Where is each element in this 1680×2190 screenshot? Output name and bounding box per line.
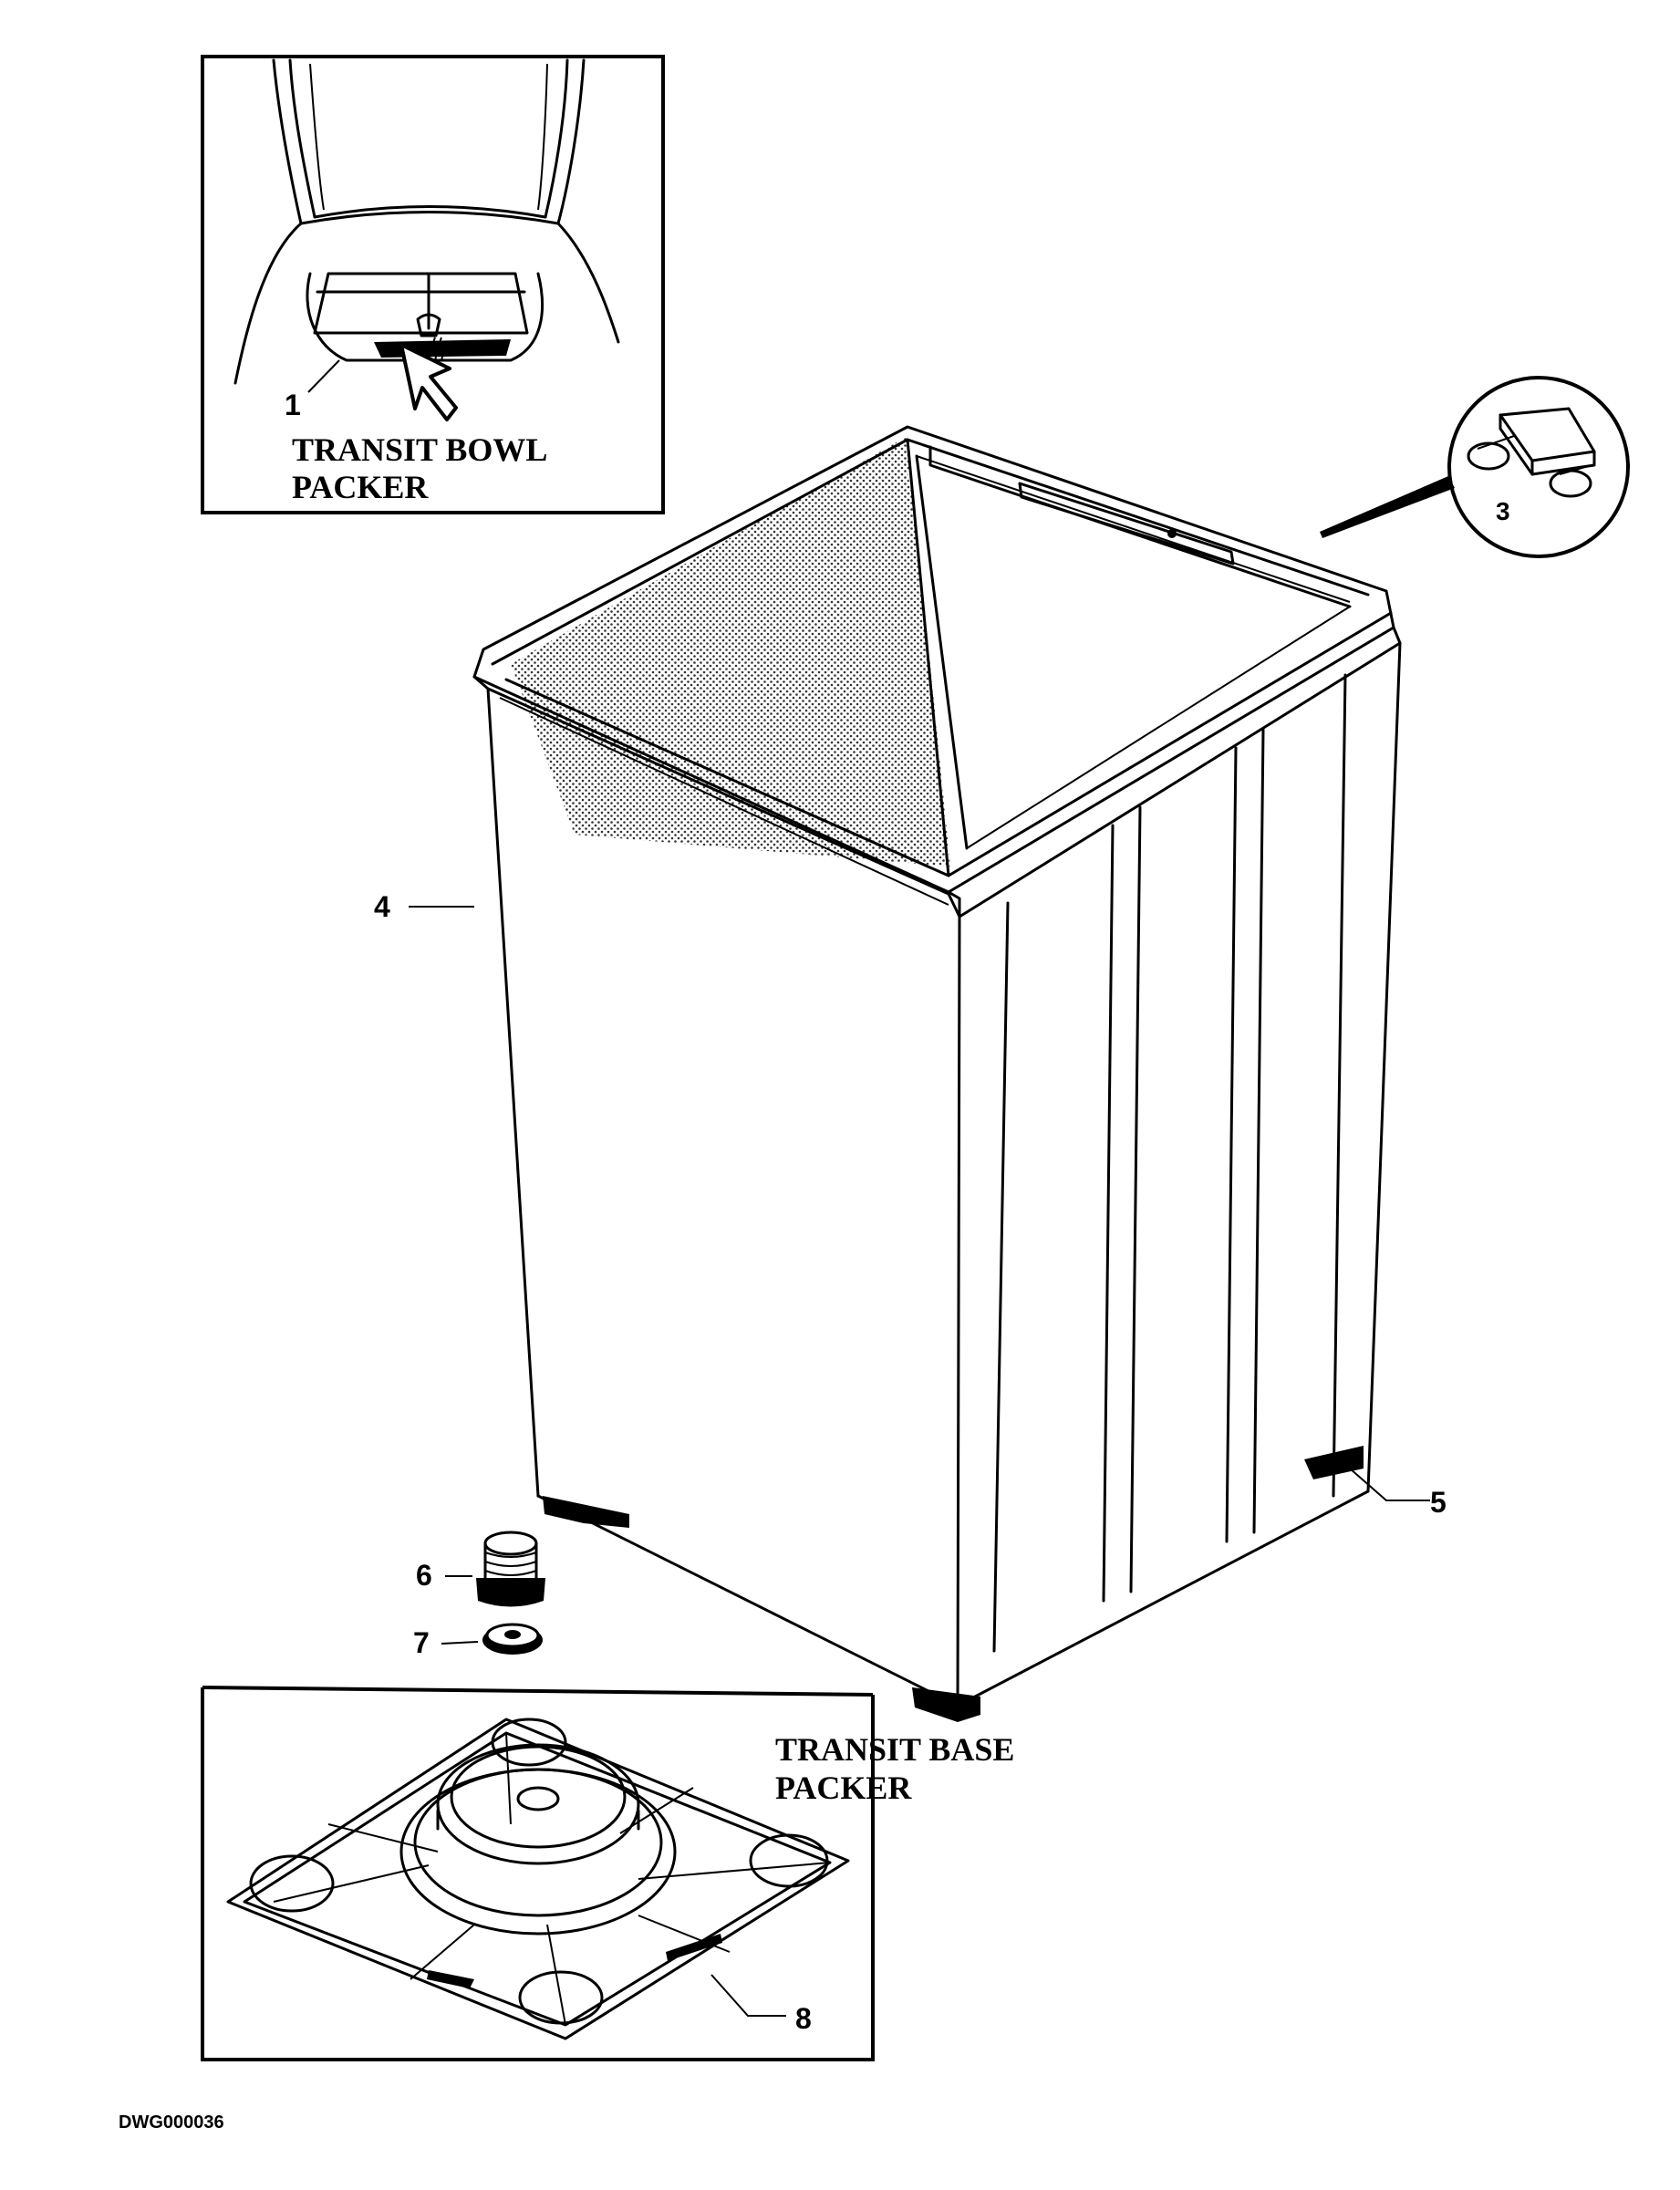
part-3-detail-inset: 3 [1320, 376, 1630, 558]
callout-3: 3 [1496, 497, 1510, 525]
transit-base-label-line2: PACKER [775, 1770, 912, 1806]
callout-5: 5 [1430, 1486, 1447, 1519]
callout-4: 4 [374, 890, 390, 923]
callout-1: 1 [285, 389, 301, 421]
callout-7: 7 [413, 1626, 430, 1659]
transit-base-label-line1: TRANSIT BASE [775, 1731, 1014, 1768]
part-7-washer [482, 1623, 543, 1655]
washer-cabinet [472, 425, 1402, 1722]
callout-8: 8 [795, 2002, 812, 2035]
transit-bowl-packer-inset: 1 TRANSIT BOWL PACKER [201, 55, 665, 514]
transit-bowl-label-line1: TRANSIT BOWL [292, 431, 547, 468]
drawing-number: DWG000036 [119, 2112, 224, 2133]
transit-bowl-label-line2: PACKER [292, 469, 429, 505]
transit-base-packer-inset: 8 TRANSIT BASE PACKER [201, 1686, 1014, 2061]
part-6-plug [476, 1531, 545, 1607]
callout-6: 6 [416, 1559, 432, 1592]
